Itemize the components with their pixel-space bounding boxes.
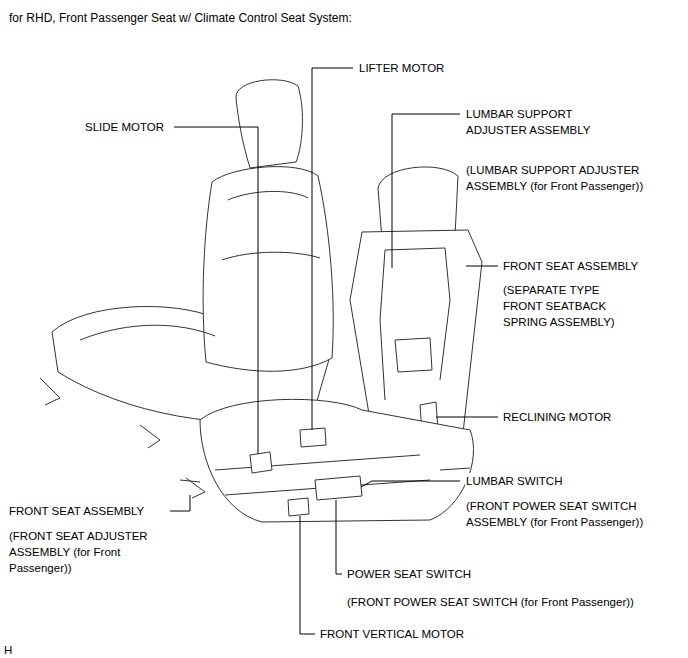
frame-headrest [378,167,458,240]
leader-lines [170,68,498,634]
leader-line [436,417,498,418]
part-label: LUMBAR SUPPORT ADJUSTER ASSEMBLY [465,106,607,138]
lifter-motor-body [300,428,326,447]
part-label: FRONT VERTICAL MOTOR [319,626,465,642]
part-label: (FRONT POWER SEAT SWITCH ASSEMBLY (for F… [465,498,679,530]
part-label: SLIDE MOTOR [84,119,165,135]
leader-line [392,114,460,268]
power-seat-switch-body [315,476,362,500]
leader-line [170,495,190,511]
lumbar-support-wire [380,248,450,400]
part-label: LUMBAR SWITCH [465,473,563,489]
part-label: LIFTER MOTOR [358,60,445,76]
leader-line [312,68,353,430]
seat-back [203,167,333,372]
part-label: (FRONT POWER SEAT SWITCH (for Front Pass… [346,594,635,610]
vertical-motor-body [288,498,309,516]
part-label: (FRONT SEAT ADJUSTER ASSEMBLY (for Front… [8,528,160,576]
leader-line [300,516,315,634]
part-label: RECLINING MOTOR [502,409,612,425]
part-label: (LUMBAR SUPPORT ADJUSTER ASSEMBLY (for F… [465,162,677,194]
diagram-title: for RHD, Front Passenger Seat w/ Climate… [8,10,353,26]
leader-line [336,500,342,574]
seatback-frame [350,230,482,442]
leader-line [466,266,498,267]
part-label: POWER SEAT SWITCH [346,566,472,582]
leader-line [361,481,460,487]
part-label: (SEPARATE TYPE FRONT SEATBACK SPRING ASS… [502,282,634,330]
leader-line [174,127,258,454]
seat-stitch [80,191,320,340]
part-label: FRONT SEAT ASSEMBLY [502,258,639,274]
part-label: H [3,642,13,658]
slide-motor-body [250,452,272,473]
part-label: FRONT SEAT ASSEMBLY [8,503,145,519]
headrest [236,80,303,168]
